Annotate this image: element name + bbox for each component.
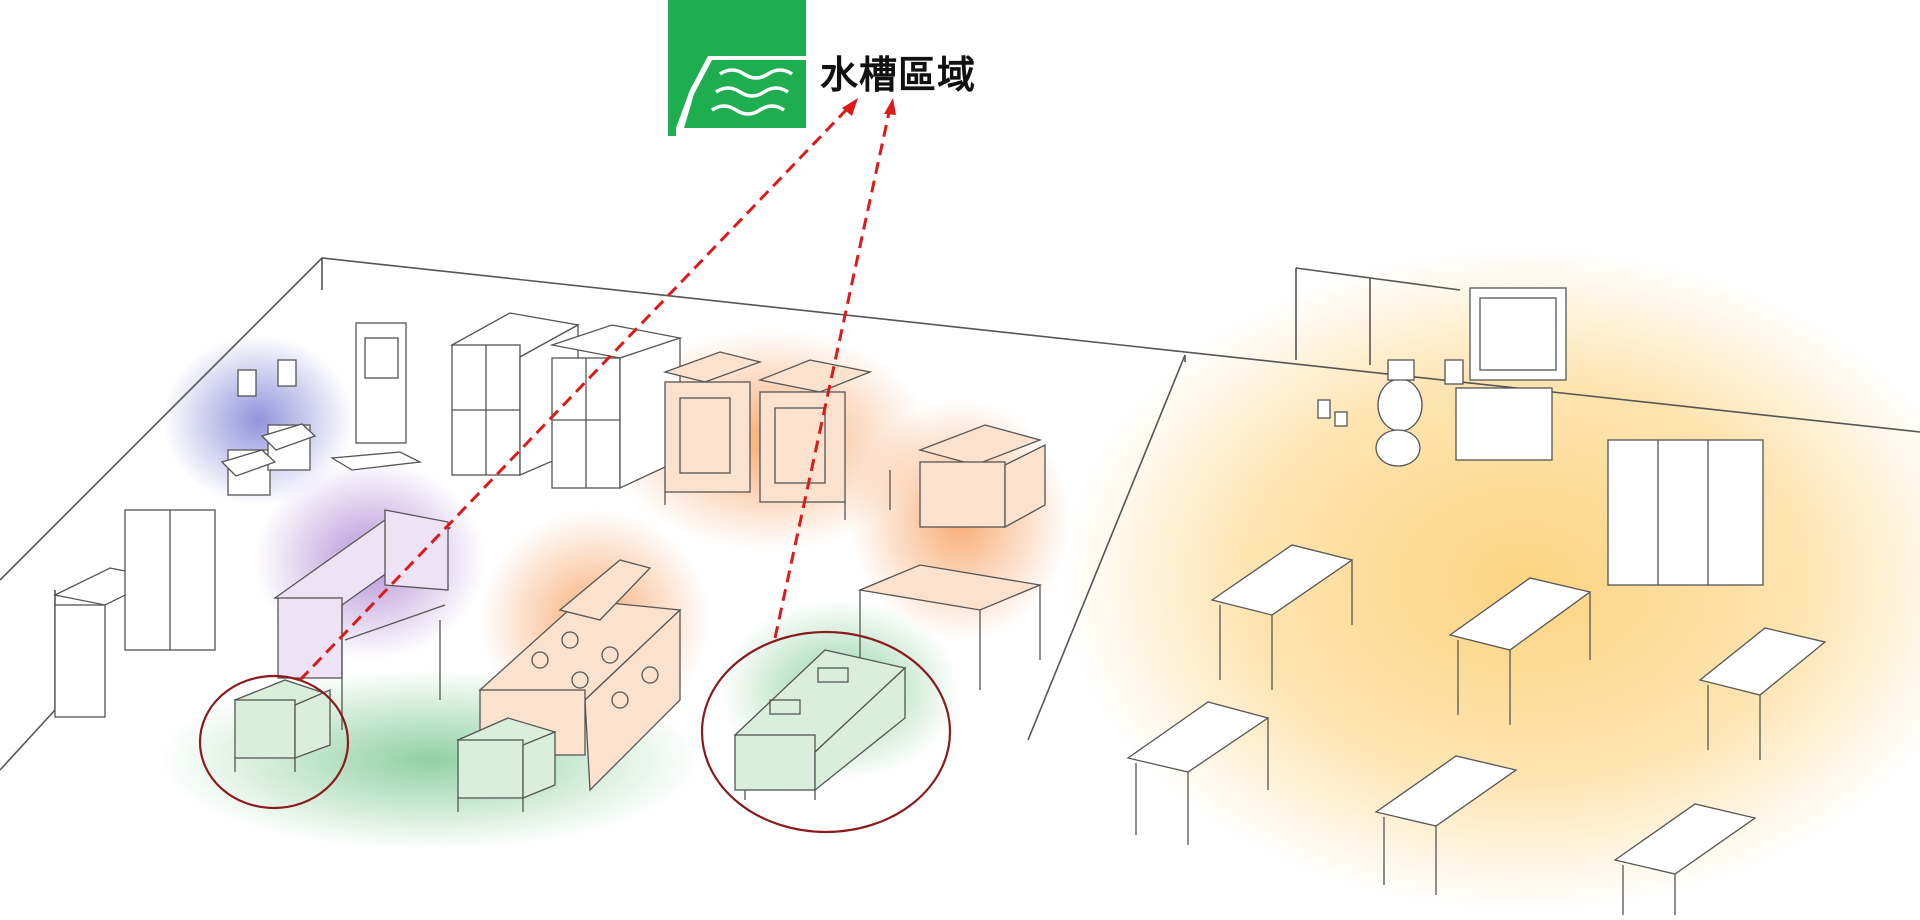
sliding-doors xyxy=(1607,439,1764,586)
walls xyxy=(0,257,1920,771)
sink-highlight-ring-left xyxy=(198,674,350,810)
callout-arrow-right xyxy=(773,107,892,639)
sink-unit-middle xyxy=(456,717,557,812)
door xyxy=(329,322,423,471)
prep-shelf xyxy=(273,509,452,730)
sink-area-icon xyxy=(668,0,806,136)
restroom xyxy=(1317,287,1567,467)
dishwasher xyxy=(857,424,1046,690)
highlight-rings xyxy=(198,630,952,834)
sink-unit-left xyxy=(233,679,332,772)
combi-ovens xyxy=(662,351,873,520)
sink-area-label: 水槽區域 xyxy=(820,53,977,97)
refrigerators xyxy=(52,312,683,718)
sink-unit-right xyxy=(733,649,907,800)
handwash-sinks xyxy=(220,359,317,496)
sink-highlight-ring-right xyxy=(700,630,952,834)
cooking-range xyxy=(478,559,682,792)
callout-arrows xyxy=(298,106,892,682)
callout-arrowheads xyxy=(842,98,896,116)
dining-tables xyxy=(1126,544,1827,915)
dining-zone-glow xyxy=(1065,250,1920,910)
